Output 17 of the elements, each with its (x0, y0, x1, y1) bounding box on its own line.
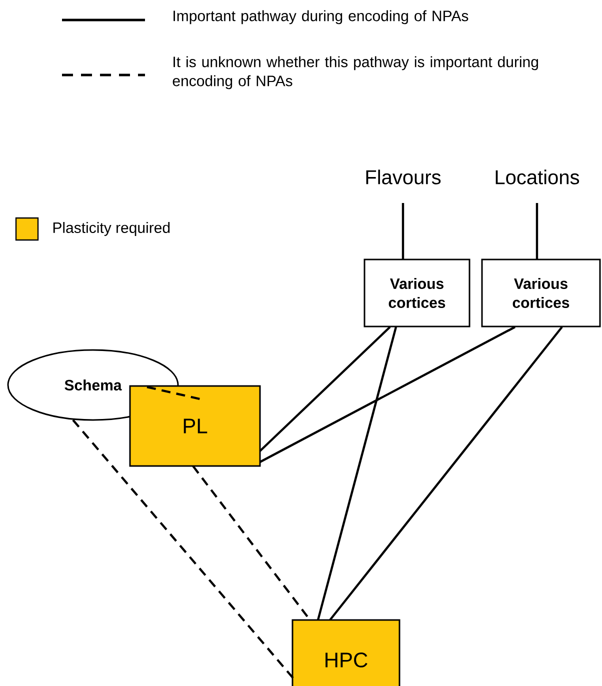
connector-line (402, 203, 404, 260)
connector-line (72, 419, 294, 679)
connector-line (316, 326, 398, 620)
connector-line (259, 326, 516, 463)
region-box: HPC (292, 619, 400, 686)
legend-text: Plasticity required (53, 222, 170, 236)
legend-text: Important pathway during encoding of NPAs (174, 10, 468, 24)
connector-line (146, 386, 200, 400)
cortex-box: Various cortices (364, 258, 470, 328)
input-label: Flavours (366, 170, 441, 184)
region-box: PL (129, 385, 261, 467)
connector-line (329, 326, 563, 621)
connector-line (536, 203, 538, 260)
legend-text: It is unknown whether this pathway is important during encoding of NPAs (172, 56, 538, 90)
cortex-box: Various cortices (481, 258, 601, 328)
input-label: Locations (496, 170, 580, 184)
connector-line (259, 326, 391, 452)
